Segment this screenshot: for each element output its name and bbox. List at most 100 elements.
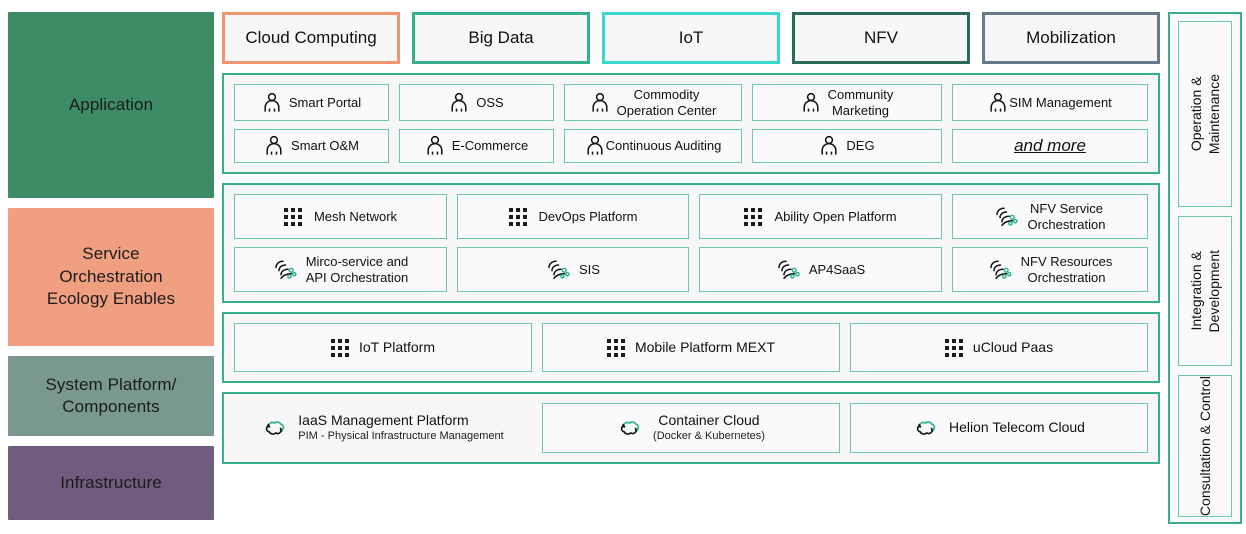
sys-item-iot-platform[interactable]: IoT Platform — [234, 323, 532, 372]
cloud-icon — [617, 417, 643, 439]
app-item-deg[interactable]: DEG — [752, 129, 942, 163]
tab-big-data-label: Big Data — [468, 28, 534, 47]
side-item-operation-maintenance[interactable]: Operation & Maintenance — [1178, 21, 1232, 207]
tab-cloud-computing-label: Cloud Computing — [245, 28, 377, 47]
svc-item-ability-open-platform-label: Ability Open Platform — [774, 208, 897, 224]
application-panel: Smart Portal OSS — [222, 73, 1160, 174]
app-item-community-marketing-label: Community Marketing — [827, 87, 894, 118]
service-row-1: Mesh Network DevOps Platform — [234, 194, 1148, 239]
layer-label-service-text: Service Orchestration Ecology Enables — [47, 243, 175, 310]
svc-item-nfv-resources-orchestration[interactable]: NFV Resources Orchestration — [952, 247, 1148, 292]
inf-item-container-cloud-text: Container Cloud (Docker & Kubernetes) — [653, 412, 765, 443]
inf-item-iaas-title: IaaS Management Platform — [298, 412, 469, 429]
layer-label-application: Application — [8, 12, 214, 198]
infrastructure-row-1: IaaS Management Platform PIM - Physical … — [234, 403, 1148, 453]
infrastructure-panel: IaaS Management Platform PIM - Physical … — [222, 392, 1160, 464]
sys-item-ucloud-paas[interactable]: uCloud Paas — [850, 323, 1148, 372]
sys-item-mobile-platform-mext[interactable]: Mobile Platform MEXT — [542, 323, 840, 372]
service-line-2: Orchestration — [59, 266, 163, 286]
tab-mobilization-label: Mobilization — [1026, 28, 1116, 47]
tab-big-data[interactable]: Big Data — [412, 12, 590, 64]
app-item-and-more-label: and more — [1014, 135, 1086, 155]
svc-item-sis-label: SIS — [579, 261, 600, 277]
service-orchestration-panel: Mesh Network DevOps Platform — [222, 183, 1160, 303]
side-item-integration-development-label: Integration & Development — [1187, 249, 1222, 333]
service-line-3: Ecology Enables — [46, 289, 176, 309]
inf-item-helion-title: Helion Telecom Cloud — [949, 419, 1085, 436]
svc-item-micro-service-api-orchestration-label: Mirco-service and API Orchestration — [305, 253, 409, 285]
inf-item-container-cloud-title: Container Cloud — [658, 412, 760, 429]
grid-icon — [508, 207, 527, 226]
svc-item-nfv-service-orchestration[interactable]: NFV Service Orchestration — [952, 194, 1148, 239]
service-line-1: Service — [82, 244, 140, 264]
side-item-consultation-control[interactable]: Consultation & Control — [1178, 375, 1232, 518]
inf-item-iaas-subtitle: PIM - Physical Infrastructure Management — [298, 429, 504, 442]
svc-item-ap4saas-label: AP4SaaS — [808, 261, 866, 277]
svc-item-sis[interactable]: SIS — [457, 247, 689, 292]
application-row-1: Smart Portal OSS — [234, 84, 1148, 122]
sys-item-mobile-platform-mext-label: Mobile Platform MEXT — [634, 339, 776, 356]
svc-item-ability-open-platform[interactable]: Ability Open Platform — [699, 194, 942, 239]
app-item-community-marketing[interactable]: Community Marketing — [752, 84, 942, 122]
tab-iot-label: IoT — [678, 28, 704, 47]
inf-item-container-cloud[interactable]: Container Cloud (Docker & Kubernetes) — [542, 403, 840, 453]
inf-item-iaas-management-platform[interactable]: IaaS Management Platform PIM - Physical … — [234, 403, 532, 453]
layer-label-application-text: Application — [68, 94, 154, 114]
app-item-e-commerce[interactable]: E-Commerce — [399, 129, 554, 163]
app-item-oss[interactable]: OSS — [399, 84, 554, 122]
orchestration-icon — [994, 206, 1020, 228]
service-row-2: Mirco-service and API Orchestration — [234, 247, 1148, 292]
cloud-icon — [262, 417, 288, 439]
layer-label-infrastructure-text: Infrastructure — [60, 472, 162, 492]
category-tab-row: Cloud Computing Big Data IoT NFV Mobiliz… — [222, 12, 1160, 64]
app-item-e-commerce-label: E-Commerce — [451, 138, 529, 154]
orchestration-icon — [273, 259, 299, 281]
person-icon — [585, 135, 605, 157]
orchestration-icon — [776, 259, 802, 281]
inf-item-helion-text: Helion Telecom Cloud — [949, 419, 1085, 437]
grid-icon — [606, 338, 625, 357]
app-item-smart-portal-label: Smart Portal — [288, 94, 362, 110]
tab-iot[interactable]: IoT — [602, 12, 780, 64]
svc-item-mesh-network-label: Mesh Network — [313, 208, 398, 224]
side-item-consultation-control-label: Consultation & Control — [1196, 376, 1213, 517]
tab-nfv[interactable]: NFV — [792, 12, 970, 64]
app-item-oss-label: OSS — [476, 94, 504, 110]
app-item-smart-portal[interactable]: Smart Portal — [234, 84, 389, 122]
svc-item-devops-platform[interactable]: DevOps Platform — [457, 194, 689, 239]
grid-icon — [331, 338, 349, 357]
app-item-commodity-operation-center[interactable]: Commodity Operation Center — [564, 84, 742, 122]
application-row-2: Smart O&M E-Commerce — [234, 129, 1148, 163]
side-item-operation-maintenance-label: Operation & Maintenance — [1187, 73, 1222, 155]
layer-label-service-orchestration: Service Orchestration Ecology Enables — [8, 208, 214, 346]
system-line-1: System Platform/ — [45, 374, 177, 394]
tab-mobilization[interactable]: Mobilization — [982, 12, 1160, 64]
person-icon — [425, 135, 445, 157]
tab-cloud-computing[interactable]: Cloud Computing — [222, 12, 400, 64]
svc-item-mesh-network[interactable]: Mesh Network — [234, 194, 447, 239]
app-item-smart-om[interactable]: Smart O&M — [234, 129, 389, 163]
system-row-1: IoT Platform Mobile Platform MEXT — [234, 323, 1148, 372]
system-line-2: Components — [62, 397, 160, 416]
layer-label-system-platform: System Platform/ Components — [8, 356, 214, 436]
svc-item-ap4saas[interactable]: AP4SaaS — [699, 247, 942, 292]
layer-label-system-text: System Platform/ Components — [45, 374, 176, 419]
person-icon — [988, 92, 1008, 114]
app-item-sim-management-label: SIM Management — [1009, 94, 1112, 110]
person-icon — [264, 135, 284, 157]
app-item-continuous-auditing[interactable]: Continuous Auditing — [564, 129, 742, 163]
inf-item-container-cloud-subtitle: (Docker & Kubernetes) — [653, 429, 765, 442]
svc-item-nfv-service-orchestration-label: NFV Service Orchestration — [1027, 200, 1106, 232]
side-item-integration-development[interactable]: Integration & Development — [1178, 216, 1232, 366]
svc-item-micro-service-api-orchestration[interactable]: Mirco-service and API Orchestration — [234, 247, 447, 292]
layer-content-stack: Cloud Computing Big Data IoT NFV Mobiliz… — [222, 6, 1160, 528]
orchestration-icon — [546, 259, 572, 281]
inf-item-helion-telecom-cloud[interactable]: Helion Telecom Cloud — [850, 403, 1148, 453]
app-item-deg-label: DEG — [846, 138, 875, 154]
layer-label-column: Application Service Orchestration Ecolog… — [8, 6, 214, 528]
app-item-sim-management[interactable]: SIM Management — [952, 84, 1148, 122]
sys-item-ucloud-paas-label: uCloud Paas — [972, 339, 1054, 356]
app-item-and-more[interactable]: and more — [952, 129, 1148, 163]
app-item-continuous-auditing-label: Continuous Auditing — [605, 138, 722, 154]
